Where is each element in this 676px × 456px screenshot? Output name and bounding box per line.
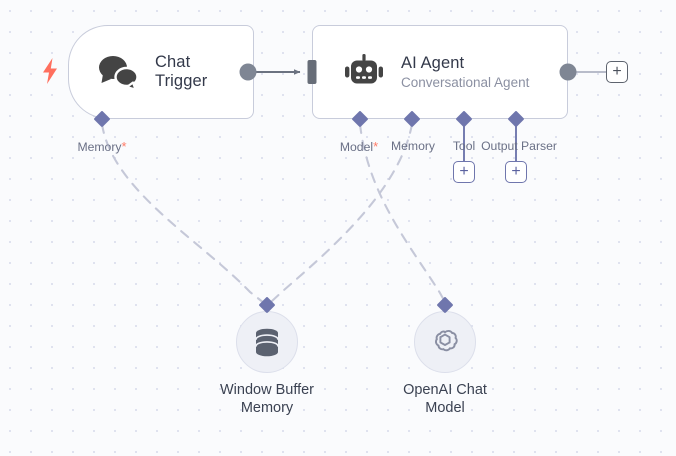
node-chat-trigger-text: Chat Trigger <box>155 53 239 91</box>
add-node-button-tool[interactable]: + <box>453 161 475 183</box>
node-openai-chat-model-label: OpenAI Chat Model <box>403 382 487 417</box>
port-label-text: Output Parser <box>481 139 557 153</box>
port-label-ai-agent-memory: Memory <box>391 139 435 153</box>
port-label-text: Memory <box>77 140 122 154</box>
required-marker: * <box>121 139 127 154</box>
node-ai-agent-title: AI Agent <box>401 53 465 72</box>
database-icon <box>255 328 279 357</box>
node-window-buffer-memory-label: Window Buffer Memory <box>220 382 314 417</box>
window-buffer-memory-circle[interactable] <box>236 311 298 373</box>
node-ai-agent-subtitle: Conversational Agent <box>401 74 530 90</box>
port-ai-agent-input[interactable] <box>307 60 317 84</box>
port-chat-trigger-output[interactable] <box>239 63 257 81</box>
port-label-chat-trigger-memory: Memory* <box>77 139 126 154</box>
node-ai-agent-text: AI Agent Conversational Agent <box>401 54 529 91</box>
node-window-buffer-memory[interactable]: Window Buffer Memory <box>220 311 314 416</box>
node-openai-chat-model[interactable]: OpenAI Chat Model <box>403 311 487 416</box>
node-chat-trigger[interactable]: Chat Trigger <box>68 25 254 119</box>
openai-logo-icon <box>435 329 458 352</box>
port-label-text: Memory <box>390 139 436 153</box>
plus-icon: + <box>612 62 622 80</box>
trigger-lightning-bolt-icon <box>42 58 58 89</box>
port-label-ai-agent-model: Model* <box>340 139 378 154</box>
openai-chat-model-circle[interactable] <box>414 311 476 373</box>
port-label-ai-agent-tool: Tool <box>453 139 475 153</box>
label-line-2: Memory <box>240 399 294 416</box>
port-label-text: Tool <box>452 139 476 153</box>
port-label-ai-agent-output-parser: Output Parser <box>481 139 557 153</box>
label-line-1: Window Buffer <box>219 382 315 398</box>
robot-icon <box>343 53 385 91</box>
label-line-1: OpenAI Chat <box>403 382 487 398</box>
required-marker: * <box>373 139 379 154</box>
add-node-button-output-parser[interactable]: + <box>505 161 527 183</box>
add-node-button-agent-output[interactable]: + <box>606 61 628 83</box>
plus-icon: + <box>459 162 469 180</box>
port-label-text: Model <box>339 140 374 154</box>
label-line-2: Model <box>425 399 465 416</box>
node-chat-trigger-title: Chat Trigger <box>155 52 208 90</box>
node-ai-agent[interactable]: AI Agent Conversational Agent <box>312 25 568 119</box>
plus-icon: + <box>511 162 521 180</box>
chat-bubbles-icon <box>95 53 141 91</box>
port-ai-agent-output[interactable] <box>559 63 577 81</box>
